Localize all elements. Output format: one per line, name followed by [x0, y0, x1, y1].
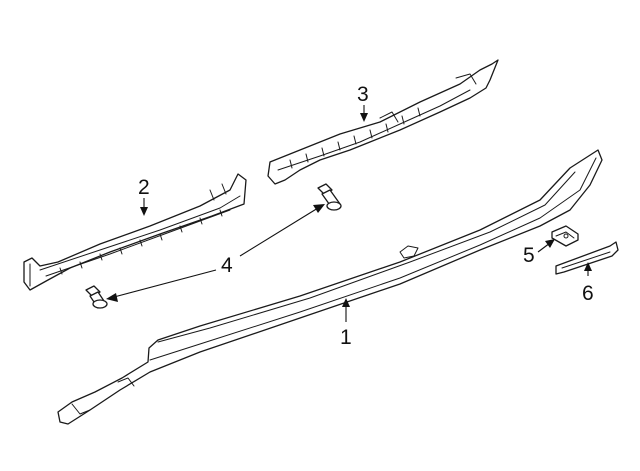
- part-6-emblem-strip[interactable]: [555, 241, 619, 275]
- callout-3: 3: [357, 83, 369, 106]
- leader-3: [360, 105, 368, 122]
- part-1-rocker-molding[interactable]: [57, 149, 603, 425]
- part-4-bolt-upper[interactable]: [317, 183, 342, 211]
- leader-1: [342, 298, 350, 322]
- leader-2: [140, 198, 148, 216]
- leader-4-lower: [106, 269, 217, 302]
- part-2-reinforcement[interactable]: [23, 173, 247, 291]
- leader-5: [537, 239, 555, 253]
- callout-1: 1: [340, 326, 352, 349]
- callout-2: 2: [138, 176, 150, 199]
- callout-5: 5: [523, 244, 535, 267]
- part-4-bolt-lower[interactable]: [85, 285, 108, 309]
- callout-4: 4: [221, 254, 233, 277]
- leader-6: [584, 262, 592, 276]
- leader-4-upper: [239, 204, 325, 257]
- part-3-reinforcement[interactable]: [267, 59, 499, 185]
- callout-6: 6: [582, 282, 594, 305]
- part-5-clip[interactable]: [551, 225, 579, 247]
